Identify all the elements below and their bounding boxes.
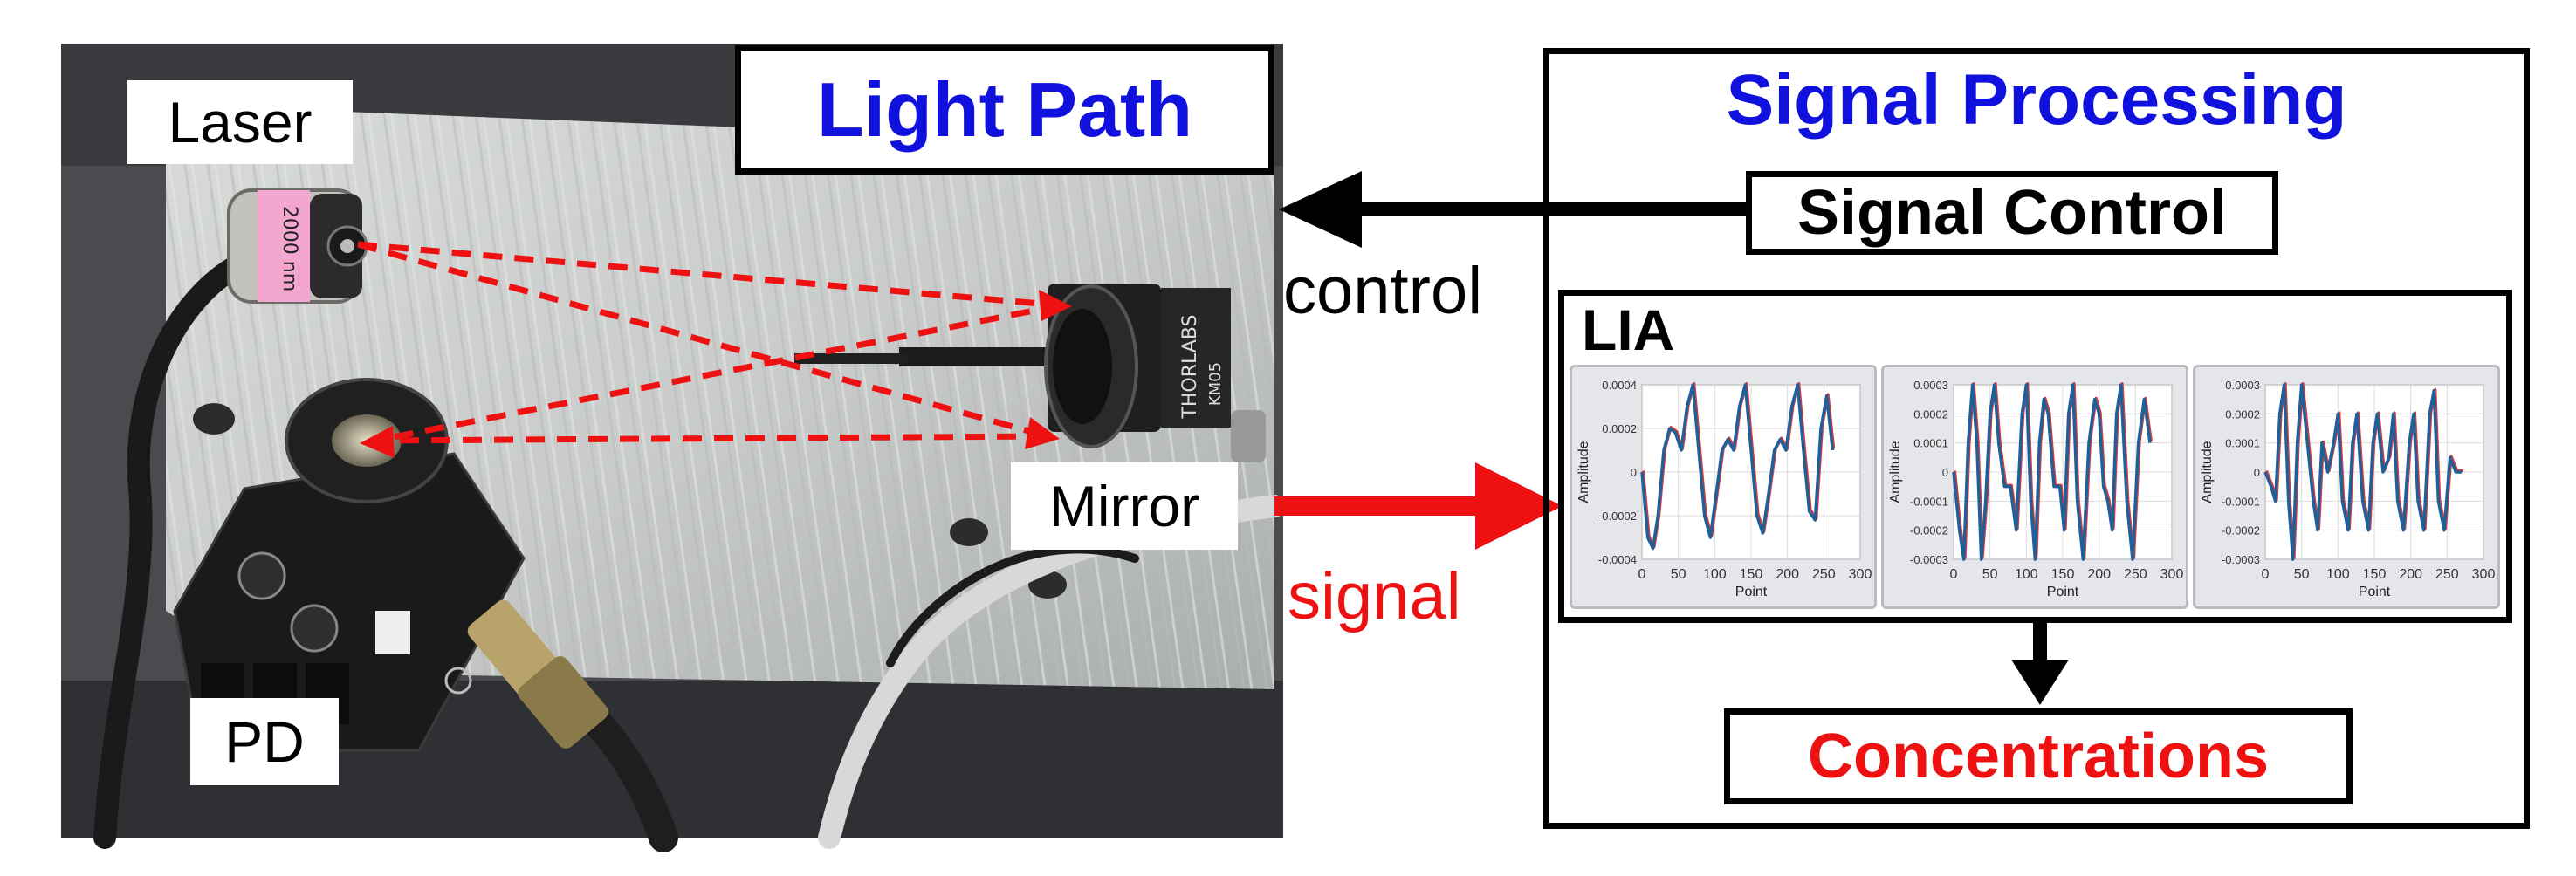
y-tick-label: -0.0003 [2222,553,2260,566]
y-axis-label: Amplitude [1577,441,1591,503]
concentrations-box: Concentrations [1724,708,2353,804]
mirror-label: Mirror [1011,462,1238,550]
mirror-brand-text: THORLABS [1179,314,1201,419]
y-tick-label: 0 [1942,466,1948,479]
series-line [2263,383,2462,561]
y-tick-label: 0 [2254,466,2260,479]
signal-arrow [1274,462,1563,550]
x-axis-label: Point [2047,585,2079,599]
control-arrow [1279,171,1755,248]
y-tick-label: -0.0001 [1910,495,1948,508]
y-axis-label: Amplitude [2200,441,2215,503]
x-tick-label: 100 [1703,567,1727,582]
y-tick-label: -0.0002 [1910,524,1948,537]
y-tick-label: 0.0002 [1913,407,1948,421]
x-axis-label: Point [2359,585,2391,599]
x-tick-label: 100 [2326,567,2350,582]
x-tick-label: 100 [2015,567,2038,582]
lia-chart-1: 0 50 100 150 200 250 300 0.0004 0.0002 0 -0.0002 -0… [1577,379,1872,599]
x-tick-label: 250 [1812,567,1836,582]
y-tick-label: 0.0002 [2225,407,2260,421]
x-tick-label: 300 [2472,567,2496,582]
x-tick-label: 0 [2262,567,2270,582]
y-tick-label: 0.0004 [1602,379,1637,392]
series-line [1952,383,2152,561]
x-tick-label: 300 [2160,567,2184,582]
lia-to-concentrations-arrow [2011,621,2069,705]
y-axis-label: Amplitude [1888,441,1903,503]
series-line [1640,383,1835,551]
y-tick-label: 0.0002 [1602,422,1637,435]
y-tick-label: -0.0002 [1598,510,1637,523]
x-tick-label: 200 [2399,567,2422,582]
x-tick-label: 0 [1950,567,1958,582]
x-tick-label: 50 [2294,567,2310,582]
x-tick-label: 300 [1849,567,1872,582]
x-tick-label: 50 [1671,567,1686,582]
y-tick-label: 0.0001 [2225,437,2260,450]
lia-panel-1: 0 50 100 150 200 250 300 0.0004 0.0002 0 -0.0002 -0… [1570,365,1877,609]
lia-label: LIA [1582,298,1675,362]
beam-arrowheads [360,290,1072,458]
pd-label: PD [190,698,339,785]
x-tick-label: 150 [1740,567,1763,582]
mirror-mount: THORLABS KM05 [794,284,1266,462]
y-tick-label: 0.0001 [1913,437,1948,450]
laser-sticker-text: 2000 nm [278,206,300,291]
mirror-model-text: KM05 [1206,362,1225,406]
laser-device: 2000 nm [227,188,368,304]
signal-arrow-label: signal [1288,559,1461,633]
x-tick-label: 200 [2087,567,2111,582]
y-tick-label: -0.0002 [2222,524,2260,537]
y-tick-label: -0.0004 [1598,553,1637,566]
y-tick-label: 0.0003 [1913,379,1948,392]
x-tick-label: 50 [1982,567,1998,582]
x-tick-label: 0 [1638,567,1646,582]
x-tick-label: 150 [2051,567,2075,582]
y-tick-label: -0.0001 [2222,495,2260,508]
laser-beam-paths [357,241,1061,444]
signal-control-box: Signal Control [1746,171,2278,255]
x-tick-label: 150 [2363,567,2387,582]
y-tick-label: 0.0003 [2225,379,2260,392]
x-tick-label: 250 [2435,567,2459,582]
laser-label: Laser [127,80,353,164]
x-tick-label: 250 [2124,567,2147,582]
signal-processing-title: Signal Processing [1726,60,2347,140]
control-arrow-label: control [1283,254,1483,328]
x-tick-label: 200 [1776,567,1799,582]
y-tick-label: 0 [1631,466,1637,479]
signal-processing-box [1543,48,2530,829]
x-axis-label: Point [1735,585,1768,599]
y-tick-label: -0.0003 [1910,553,1948,566]
light-path-title: Light Path [735,45,1274,175]
